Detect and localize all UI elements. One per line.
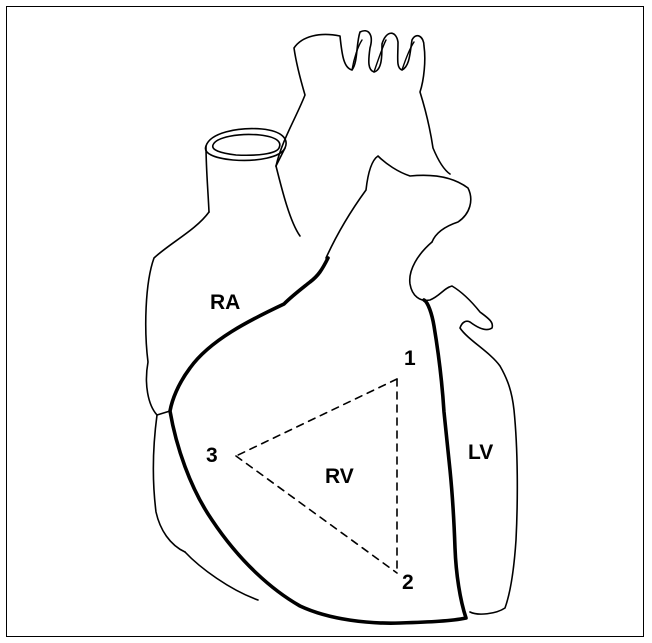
- label-left-ventricle: LV: [468, 442, 493, 463]
- label-right-atrium: RA: [210, 292, 240, 313]
- label-right-ventricle: RV: [325, 466, 354, 487]
- label-point-1: 1: [404, 348, 416, 369]
- aortic-root: [276, 166, 300, 236]
- left-atrial-appendage: [410, 242, 518, 614]
- pulmonary-trunk: [326, 156, 471, 258]
- inferior-vena-cava: [153, 415, 185, 552]
- label-point-2: 2: [402, 572, 414, 593]
- heart-apex: [185, 552, 258, 600]
- superior-vena-cava: [205, 129, 286, 212]
- label-point-3: 3: [206, 445, 218, 466]
- aorta: [276, 31, 450, 174]
- rv-dashed-triangle: [236, 379, 397, 573]
